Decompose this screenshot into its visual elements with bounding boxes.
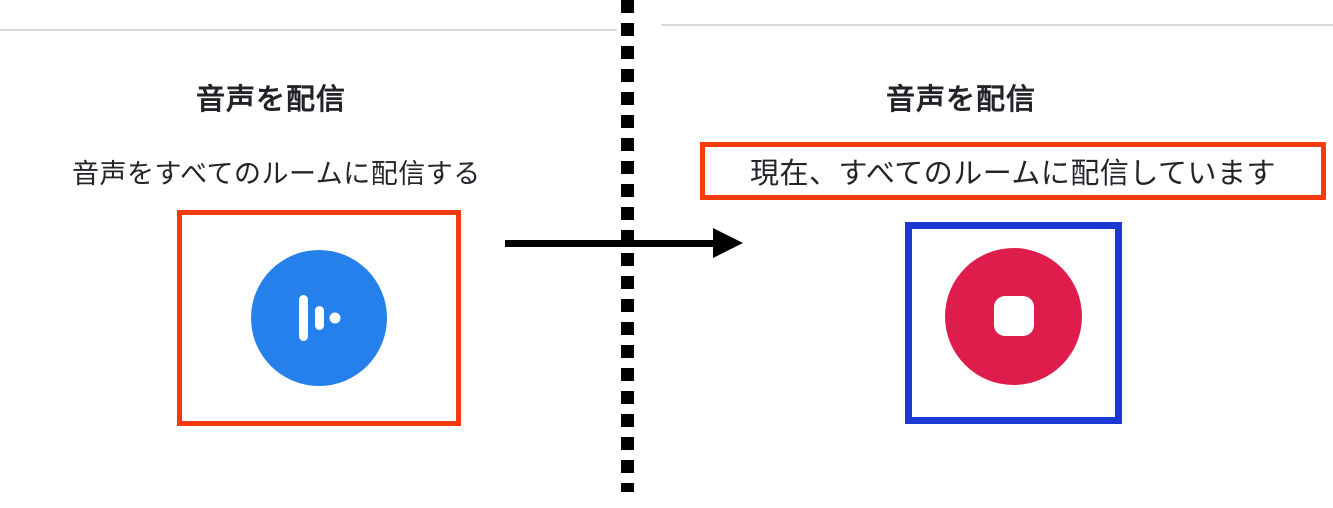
- highlight-box-stop-button: [905, 222, 1122, 424]
- panel-top-rule-left: [0, 29, 617, 31]
- highlight-box-broadcast-button: [177, 210, 461, 426]
- panel-top-rule-right: [661, 24, 1333, 26]
- before-panel-title: 音声を配信: [196, 82, 347, 116]
- transition-arrow-head: [713, 228, 743, 258]
- broadcast-voice-button[interactable]: [251, 250, 387, 386]
- broadcasting-status-text: 現在、すべてのルームに配信しています: [749, 156, 1277, 190]
- stop-broadcast-button[interactable]: [945, 247, 1082, 385]
- voice-broadcast-icon: [296, 294, 342, 342]
- highlight-box-status-text: 現在、すべてのルームに配信しています: [700, 142, 1326, 200]
- stop-icon: [993, 296, 1034, 336]
- after-panel-title: 音声を配信: [886, 82, 1037, 116]
- before-panel-description: 音声をすべてのルームに配信する: [72, 159, 481, 190]
- transition-arrow: [505, 240, 720, 247]
